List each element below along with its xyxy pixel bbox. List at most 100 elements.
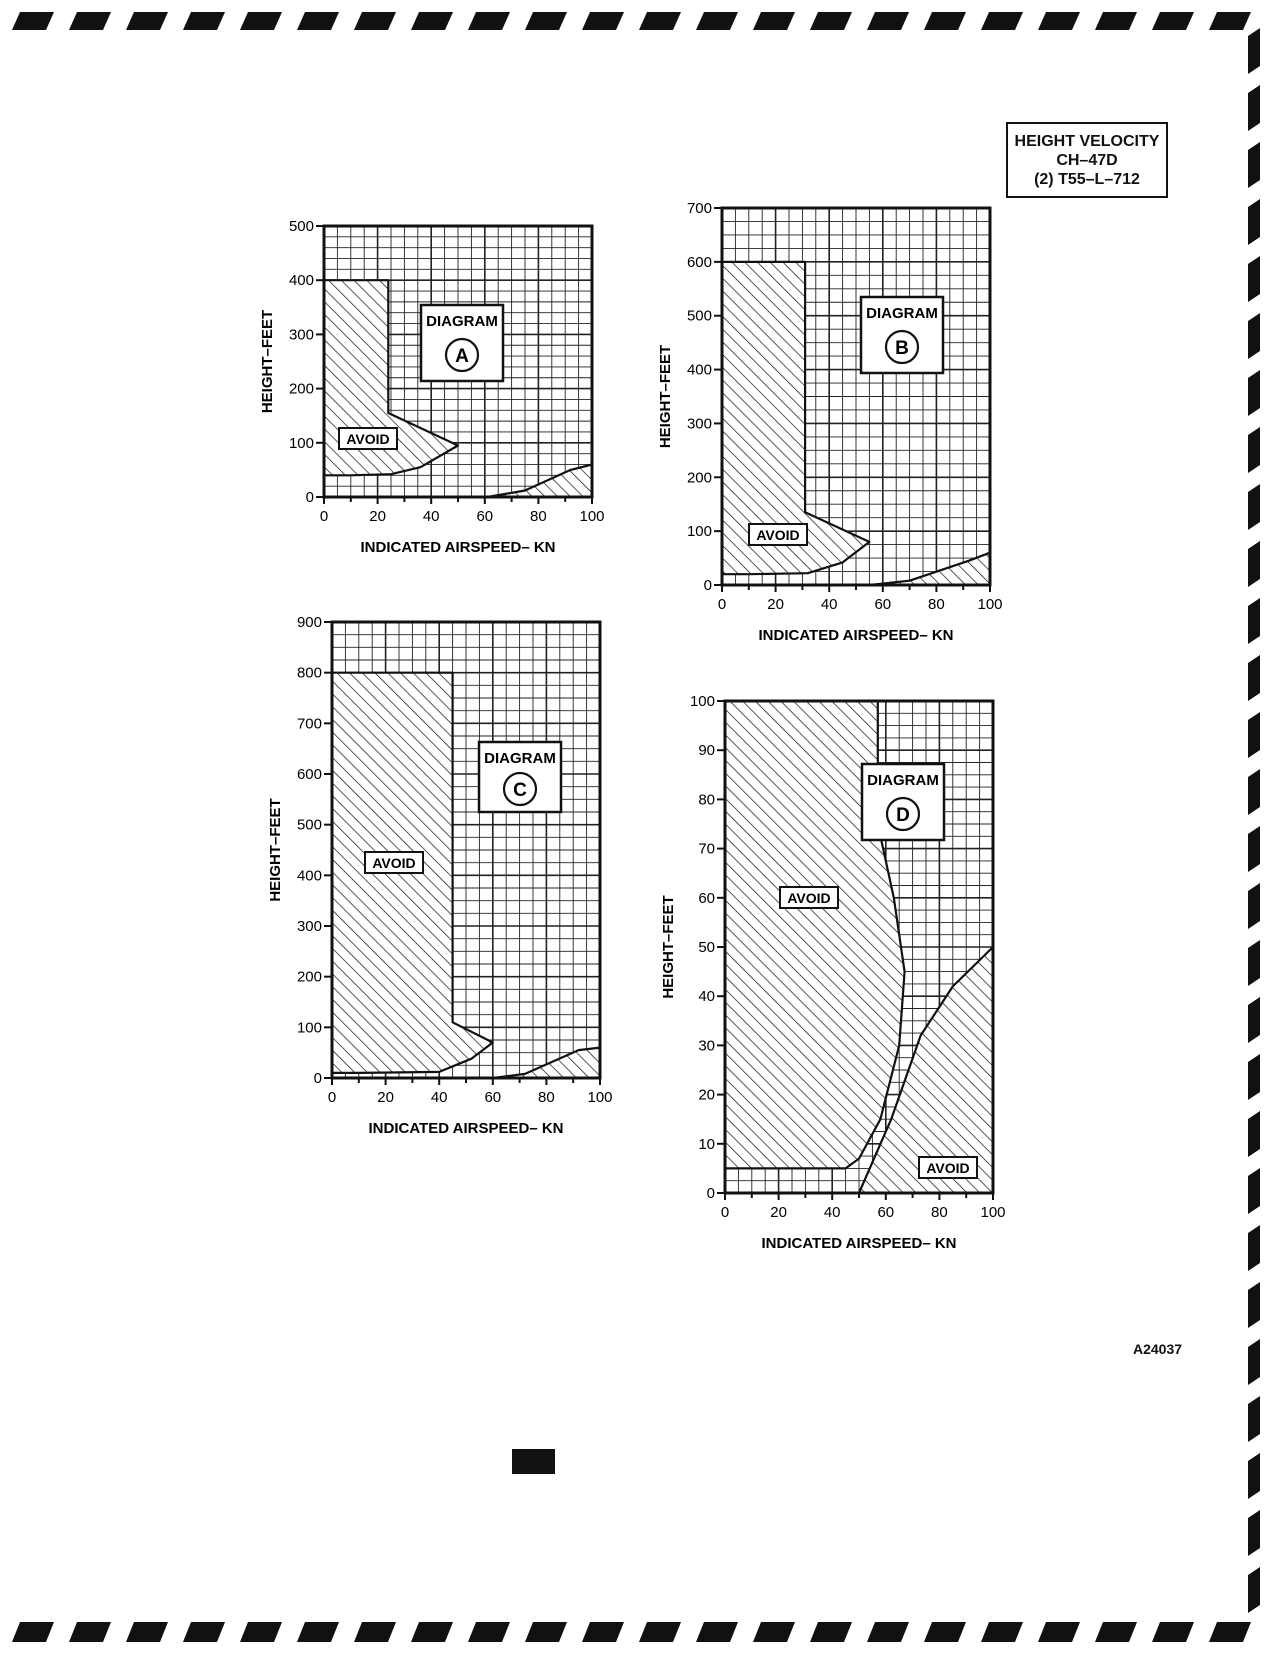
border-dash: [468, 12, 510, 30]
diagram-letter-circle: [885, 796, 921, 832]
y-tick-label: 90: [698, 742, 715, 759]
border-dash: [1248, 712, 1260, 758]
title-line-1: HEIGHT VELOCITY: [1014, 132, 1160, 150]
diagram-letter-circle: [884, 329, 920, 365]
border-dash: [525, 1622, 567, 1642]
y-tick-label: 10: [698, 1136, 715, 1153]
x-tick-label: 80: [538, 1089, 555, 1106]
border-dash: [1248, 256, 1260, 302]
border-dash: [1248, 940, 1260, 986]
diagram-label: DIAGRAM: [866, 305, 938, 322]
border-dash: [1095, 1622, 1137, 1642]
border-dash: [12, 12, 54, 30]
title-line-2: CH–47D: [1056, 151, 1118, 169]
border-dash: [1248, 1111, 1260, 1157]
diagram-letter-circle: [444, 337, 480, 373]
border-dash: [69, 12, 111, 30]
border-dash: [1248, 1054, 1260, 1100]
avoid-label: AVOID: [926, 1160, 969, 1176]
y-axis-label: HEIGHT–FEET: [267, 798, 284, 901]
diagram-letter: C: [513, 780, 527, 801]
border-dash: [1248, 997, 1260, 1043]
x-tick-label: 60: [484, 1089, 501, 1106]
border-dash: [183, 12, 225, 30]
y-tick-label: 0: [704, 577, 712, 594]
border-dash: [810, 12, 852, 30]
y-tick-label: 200: [687, 469, 712, 486]
y-tick-label: 0: [306, 489, 314, 506]
x-tick-label: 0: [328, 1089, 336, 1106]
avoid-region-1: [322, 279, 460, 477]
border-dash: [525, 12, 567, 30]
y-tick-label: 80: [698, 791, 715, 808]
avoid-label: AVOID: [346, 431, 389, 447]
x-axis-label: INDICATED AIRSPEED– KN: [368, 1120, 563, 1137]
border-dash: [240, 12, 282, 30]
x-tick-label: 100: [977, 596, 1002, 613]
diagram-letter: D: [896, 805, 910, 826]
title-line-3: (2) T55–L–712: [1034, 170, 1140, 188]
border-dash: [867, 12, 909, 30]
border-dash: [126, 1622, 168, 1642]
border-dash: [411, 1622, 453, 1642]
border-dash: [1248, 1339, 1260, 1385]
border-dash: [696, 12, 738, 30]
y-tick-label: 600: [687, 254, 712, 271]
x-axis-label: INDICATED AIRSPEED– KN: [761, 1235, 956, 1252]
y-tick-label: 300: [289, 326, 314, 343]
border-dash: [1248, 1396, 1260, 1442]
y-tick-label: 800: [297, 665, 322, 682]
avoid-region-1: [720, 260, 871, 576]
border-dash: [1248, 769, 1260, 815]
y-tick-label: 400: [289, 272, 314, 289]
diagram-label: DIAGRAM: [426, 313, 498, 330]
border-dash: [924, 12, 966, 30]
border-dash: [1248, 655, 1260, 701]
border-dash: [69, 1622, 111, 1642]
border-dash: [240, 1622, 282, 1642]
y-tick-label: 400: [687, 362, 712, 379]
x-tick-label: 0: [718, 596, 726, 613]
border-dash: [126, 12, 168, 30]
y-tick-label: 100: [289, 435, 314, 452]
y-tick-label: 70: [698, 841, 715, 858]
x-axis-label: INDICATED AIRSPEED– KN: [758, 627, 953, 644]
border-dash: [297, 12, 339, 30]
diagram-letter: B: [895, 338, 909, 359]
diagram-label: DIAGRAM: [484, 750, 556, 767]
border-stripe-right: [1248, 28, 1260, 1613]
y-tick-label: 200: [297, 969, 322, 986]
chart-title-box: HEIGHT VELOCITY CH–47D (2) T55–L–712: [1006, 122, 1168, 198]
y-tick-label: 500: [687, 308, 712, 325]
y-tick-label: 300: [687, 415, 712, 432]
x-tick-label: 100: [579, 508, 604, 525]
border-dash: [582, 1622, 624, 1642]
border-dash: [1248, 826, 1260, 872]
border-dash: [696, 1622, 738, 1642]
y-axis-label: HEIGHT–FEET: [259, 310, 276, 413]
border-dash: [1248, 28, 1260, 74]
border-dash: [1248, 370, 1260, 416]
avoid-label-box: [338, 427, 398, 450]
diagram-label: DIAGRAM: [867, 772, 939, 789]
avoid-label-box: [918, 1156, 978, 1179]
y-tick-label: 50: [698, 939, 715, 956]
border-stripe-bottom: [12, 1622, 1251, 1642]
y-tick-label: 0: [707, 1185, 715, 1202]
x-tick-label: 20: [770, 1204, 787, 1221]
border-dash: [1248, 1168, 1260, 1214]
border-dash: [411, 12, 453, 30]
x-tick-label: 20: [377, 1089, 394, 1106]
y-tick-label: 900: [297, 614, 322, 631]
border-dash: [1248, 1453, 1260, 1499]
y-tick-label: 400: [297, 867, 322, 884]
x-tick-label: 100: [980, 1204, 1005, 1221]
border-dash: [1038, 1622, 1080, 1642]
x-tick-label: 80: [931, 1204, 948, 1221]
border-dash: [1248, 1225, 1260, 1271]
border-dash: [582, 12, 624, 30]
